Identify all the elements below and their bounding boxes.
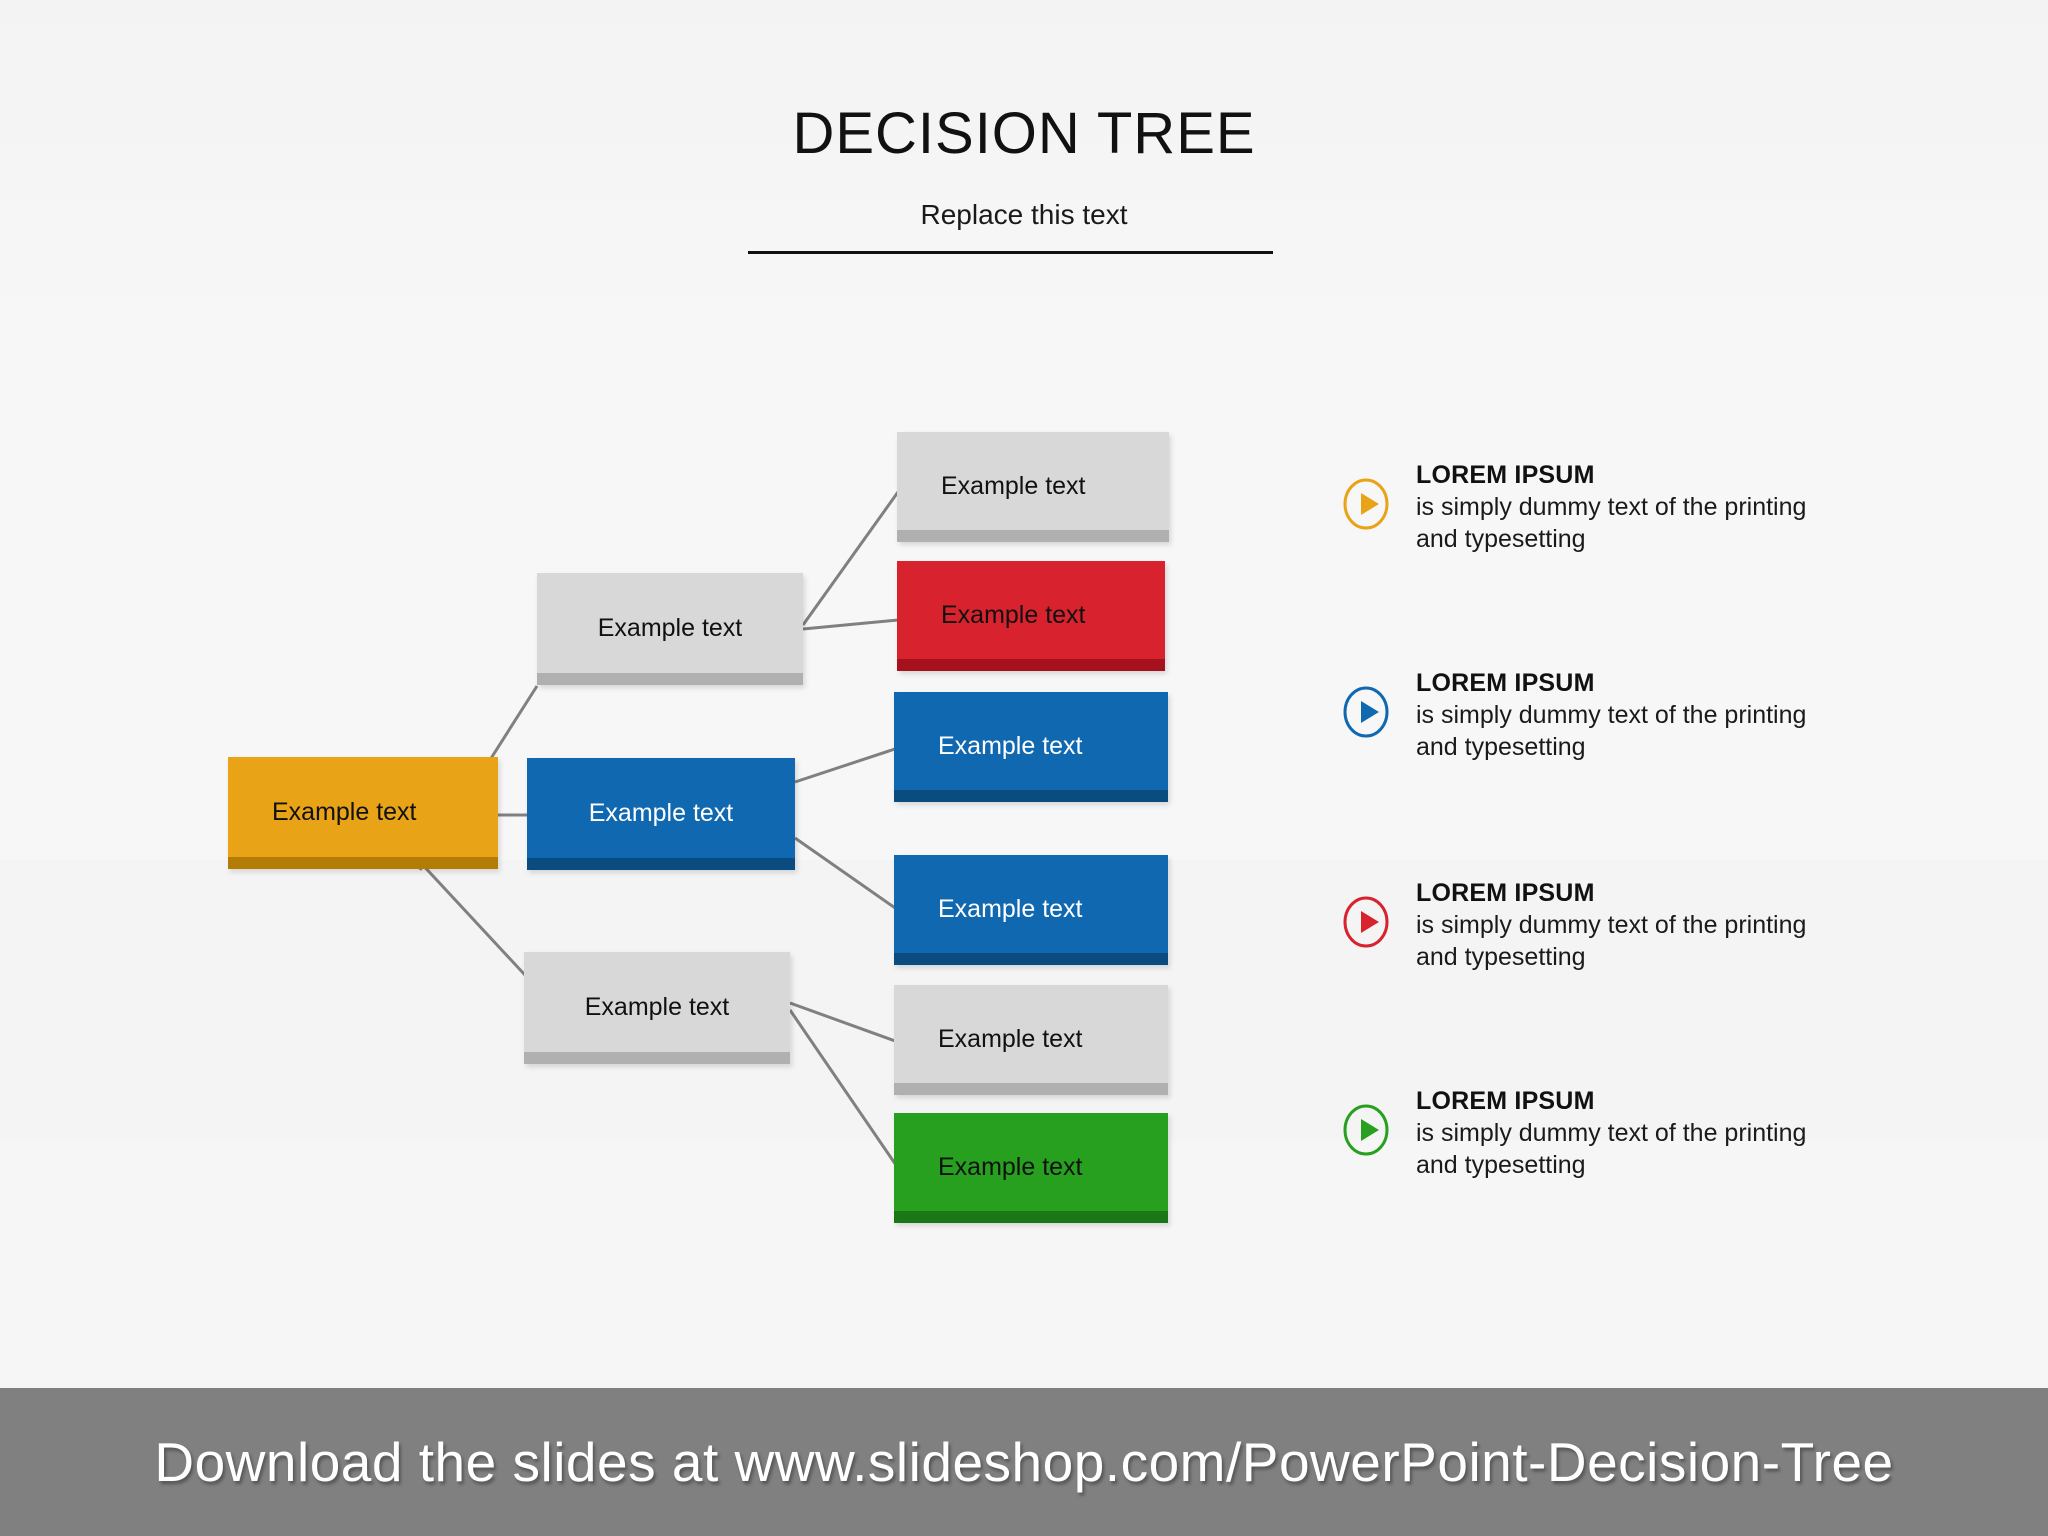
node-accent-bar <box>894 1083 1168 1095</box>
tree-node-label: Example text <box>597 614 743 643</box>
tree-node-branch-1[interactable]: Example text <box>537 573 803 685</box>
legend-body: is simply dummy text of the printing and… <box>1416 911 1807 972</box>
play-circle-icon <box>1340 1104 1392 1156</box>
node-accent-bar <box>894 1211 1168 1223</box>
node-accent-bar <box>894 790 1168 802</box>
legend-title: LOREM IPSUM <box>1416 1087 1595 1115</box>
play-circle-icon <box>1340 686 1392 738</box>
legend-text-block: LOREM IPSUM is simply dummy text of the … <box>1416 1086 2020 1181</box>
node-accent-bar <box>897 659 1165 671</box>
decision-tree-diagram: Example text Example text Example text E… <box>228 432 1169 1223</box>
page-subtitle: Replace this text <box>920 199 1128 230</box>
tree-node-leaf-6[interactable]: Example text <box>894 1113 1168 1223</box>
tree-node-label: Example text <box>941 601 1086 630</box>
node-accent-bar <box>527 858 795 870</box>
play-circle-icon <box>1340 478 1392 530</box>
legend-item-2[interactable]: LOREM IPSUM is simply dummy text of the … <box>1340 668 2020 763</box>
node-accent-bar <box>537 673 803 685</box>
legend-text-block: LOREM IPSUM is simply dummy text of the … <box>1416 878 2020 973</box>
footer-download-text: Download the slides at www.slideshop.com… <box>154 1431 1894 1493</box>
tree-node-label: Example text <box>938 732 1083 761</box>
tree-connectors <box>418 491 900 1169</box>
legend-item-4[interactable]: LOREM IPSUM is simply dummy text of the … <box>1340 1086 2020 1181</box>
tree-node-branch-2[interactable]: Example text <box>527 758 795 870</box>
node-accent-bar <box>524 1052 790 1064</box>
tree-node-label: Example text <box>938 895 1083 924</box>
tree-node-leaf-4[interactable]: Example text <box>894 855 1168 965</box>
legend-title: LOREM IPSUM <box>1416 669 1595 697</box>
legend-body: is simply dummy text of the printing and… <box>1416 1119 1807 1180</box>
legend-body: is simply dummy text of the printing and… <box>1416 701 1807 762</box>
footer-banner: Download the slides at www.slideshop.com… <box>0 1388 2048 1536</box>
legend-title: LOREM IPSUM <box>1416 879 1595 907</box>
title-divider <box>748 251 1273 254</box>
tree-node-root[interactable]: Example text <box>228 757 498 869</box>
play-circle-icon <box>1340 896 1392 948</box>
tree-node-label: Example text <box>272 798 417 827</box>
legend-body: is simply dummy text of the printing and… <box>1416 493 1807 554</box>
tree-node-label: Example text <box>938 1025 1083 1054</box>
tree-node-label: Example text <box>941 472 1086 501</box>
tree-node-label: Example text <box>584 993 730 1022</box>
node-accent-bar <box>894 953 1168 965</box>
legend-item-1[interactable]: LOREM IPSUM is simply dummy text of the … <box>1340 460 2020 555</box>
tree-node-label: Example text <box>588 799 734 828</box>
tree-node-branch-3[interactable]: Example text <box>524 952 790 1064</box>
tree-node-leaf-2[interactable]: Example text <box>897 561 1165 671</box>
tree-node-leaf-5[interactable]: Example text <box>894 985 1168 1095</box>
legend-title: LOREM IPSUM <box>1416 461 1595 489</box>
node-accent-bar <box>228 857 498 869</box>
legend-text-block: LOREM IPSUM is simply dummy text of the … <box>1416 460 2020 555</box>
node-accent-bar <box>897 530 1169 542</box>
page-title: DECISION TREE <box>792 101 1256 166</box>
slide-header: DECISION TREE Replace this text <box>0 0 2048 229</box>
tree-node-leaf-1[interactable]: Example text <box>897 432 1169 542</box>
tree-node-label: Example text <box>938 1153 1083 1182</box>
legend-text-block: LOREM IPSUM is simply dummy text of the … <box>1416 668 2020 763</box>
tree-node-leaf-3[interactable]: Example text <box>894 692 1168 802</box>
legend-item-3[interactable]: LOREM IPSUM is simply dummy text of the … <box>1340 878 2020 973</box>
